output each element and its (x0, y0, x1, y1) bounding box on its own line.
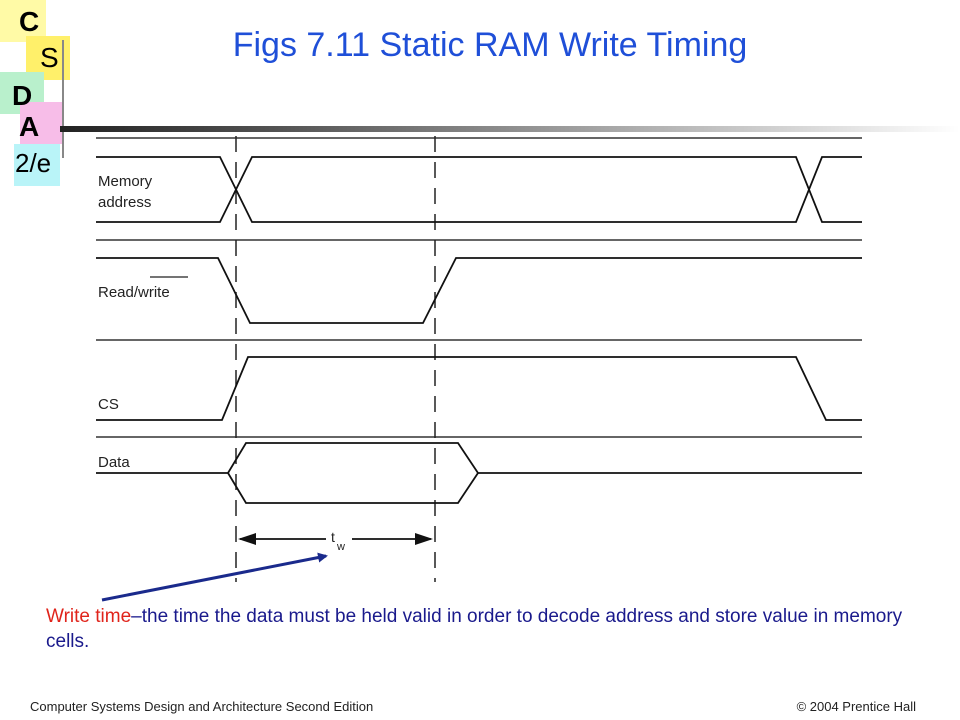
signal-label-cs: CS (98, 396, 119, 413)
logo-block-cyan (14, 144, 60, 186)
callout-arrow (101, 552, 328, 602)
waveform-data-bottom (227, 472, 479, 504)
waveform-cs (96, 356, 862, 421)
waveform-memory-address-bottom (96, 156, 862, 223)
timing-markers (235, 136, 436, 582)
logo-letter-a: A (19, 111, 40, 142)
logo-block-pink (20, 102, 62, 144)
logo-letter-c: C (19, 6, 40, 37)
signal-label-data: Data (98, 454, 130, 471)
logo-edition: 2/e (15, 148, 52, 178)
waveform-data-top (96, 442, 862, 474)
waveforms (96, 156, 862, 504)
signal-label-read-write: Read/write (98, 284, 170, 301)
waveform-read-write (96, 257, 862, 324)
waveform-memory-address-top (96, 156, 862, 223)
logo-letter-d: D (12, 80, 33, 111)
logo-divider (62, 40, 64, 158)
note-text: –the time the data must be held valid in… (46, 606, 903, 652)
write-time-note: Write time–the time the data must be hel… (46, 604, 906, 654)
signal-label-memory-address-1: Memory (98, 173, 153, 190)
row-separators (96, 137, 862, 438)
tw-arrowhead-left (238, 533, 256, 545)
slide-title: Figs 7.11 Static RAM Write Timing (232, 26, 748, 64)
tw-subscript: w (336, 541, 345, 553)
tw-dimension: t w (238, 529, 433, 553)
footer-copyright: © 2004 Prentice Hall (796, 699, 916, 714)
title-rule (60, 126, 960, 132)
signal-label-memory-address-2: address (98, 194, 151, 211)
logo-letter-s: S (40, 42, 59, 73)
footer-book-title: Computer Systems Design and Architecture… (30, 699, 374, 714)
tw-arrowhead-right (415, 533, 433, 545)
tw-label: t (331, 529, 335, 545)
logo-block-yellow-top (0, 0, 46, 42)
note-highlight: Write time (46, 606, 132, 627)
